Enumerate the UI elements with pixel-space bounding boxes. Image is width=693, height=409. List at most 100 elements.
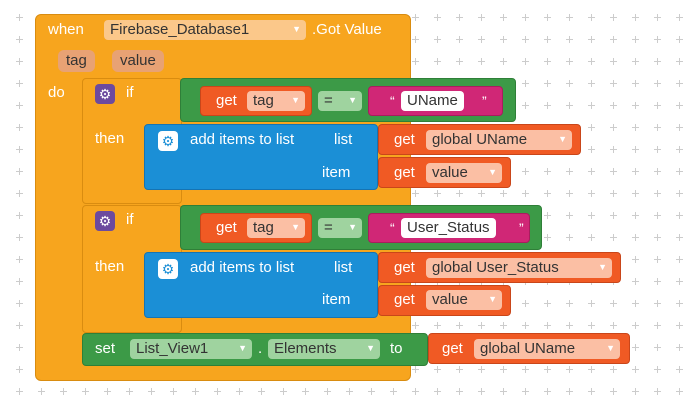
var-dropdown[interactable]: tag▼	[247, 91, 305, 111]
grid-mark	[522, 322, 529, 329]
grid-mark	[676, 234, 683, 241]
if-label: if	[126, 211, 134, 228]
grid-mark	[522, 80, 529, 87]
grid-mark	[588, 80, 595, 87]
set-label: set	[95, 340, 116, 357]
grid-mark	[632, 388, 639, 395]
grid-mark	[544, 234, 551, 241]
grid-mark	[478, 58, 485, 65]
grid-mark	[456, 14, 463, 21]
grid-mark	[500, 366, 507, 373]
grid-mark	[16, 102, 23, 109]
grid-mark	[632, 80, 639, 87]
then-label: then	[95, 258, 125, 275]
gear-icon[interactable]: ⚙	[158, 131, 178, 151]
grid-mark	[654, 190, 661, 197]
set-var-dropdown[interactable]: global UName▼	[474, 339, 620, 359]
grid-mark	[16, 234, 23, 241]
list-var-dropdown[interactable]: global User_Status▼	[426, 258, 612, 278]
string-field[interactable]: UName	[401, 91, 464, 111]
gear-icon[interactable]: ⚙	[158, 259, 178, 279]
get-label: get	[216, 92, 237, 109]
when-label: when	[48, 21, 84, 38]
grid-mark	[412, 58, 419, 65]
item-var-dropdown[interactable]: value▼	[426, 163, 502, 183]
then-label: then	[95, 130, 125, 147]
grid-mark	[588, 168, 595, 175]
set-var-name: global UName	[480, 340, 576, 357]
grid-mark	[566, 80, 573, 87]
grid-mark	[258, 388, 265, 395]
grid-mark	[544, 388, 551, 395]
grid-mark	[654, 322, 661, 329]
grid-mark	[434, 322, 441, 329]
param-value[interactable]: value	[112, 50, 164, 72]
grid-mark	[148, 388, 155, 395]
set-component-dropdown[interactable]: List_View1▼	[130, 339, 252, 359]
grid-mark	[566, 234, 573, 241]
grid-mark	[632, 212, 639, 219]
list-var-dropdown[interactable]: global UName▼	[426, 130, 572, 150]
grid-mark	[654, 124, 661, 131]
quote-close: ”	[519, 220, 524, 236]
dropdown-arrow-icon: ▼	[292, 24, 301, 34]
operator-dropdown[interactable]: =▼	[318, 91, 362, 111]
grid-mark	[654, 212, 661, 219]
grid-mark	[566, 388, 573, 395]
grid-mark	[610, 124, 617, 131]
grid-mark	[522, 168, 529, 175]
grid-mark	[544, 102, 551, 109]
grid-mark	[676, 80, 683, 87]
operator: =	[324, 219, 333, 236]
grid-mark	[610, 168, 617, 175]
get-label: get	[394, 131, 415, 148]
dropdown-arrow-icon: ▼	[598, 262, 607, 272]
grid-mark	[16, 124, 23, 131]
add-items-block-2[interactable]	[144, 252, 378, 318]
grid-mark	[588, 300, 595, 307]
gear-icon[interactable]: ⚙	[95, 211, 115, 231]
grid-mark	[610, 190, 617, 197]
grid-mark	[16, 256, 23, 263]
item-var-dropdown[interactable]: value▼	[426, 290, 502, 310]
grid-mark	[456, 58, 463, 65]
grid-mark	[522, 190, 529, 197]
add-items-block-1[interactable]	[144, 124, 378, 190]
grid-mark	[676, 212, 683, 219]
grid-mark	[522, 102, 529, 109]
operator-dropdown[interactable]: =▼	[318, 218, 362, 238]
grid-mark	[654, 256, 661, 263]
grid-mark	[412, 190, 419, 197]
grid-mark	[456, 388, 463, 395]
component-dropdown[interactable]: Firebase_Database1▼	[104, 20, 306, 40]
grid-mark	[676, 58, 683, 65]
dropdown-arrow-icon: ▼	[558, 134, 567, 144]
dropdown-arrow-icon: ▼	[348, 222, 357, 232]
grid-mark	[170, 388, 177, 395]
grid-mark	[500, 322, 507, 329]
param-tag[interactable]: tag	[58, 50, 95, 72]
grid-mark	[412, 36, 419, 43]
grid-mark	[500, 14, 507, 21]
grid-mark	[60, 388, 67, 395]
grid-mark	[478, 366, 485, 373]
grid-mark	[478, 190, 485, 197]
grid-mark	[654, 344, 661, 351]
var-dropdown[interactable]: tag▼	[247, 218, 305, 238]
dropdown-arrow-icon: ▼	[291, 95, 300, 105]
get-label: get	[394, 164, 415, 181]
dropdown-arrow-icon: ▼	[366, 343, 375, 353]
grid-mark	[588, 322, 595, 329]
grid-mark	[324, 388, 331, 395]
gear-icon[interactable]: ⚙	[95, 84, 115, 104]
grid-mark	[654, 300, 661, 307]
get-label: get	[394, 259, 415, 276]
grid-mark	[632, 58, 639, 65]
string-field[interactable]: User_Status	[401, 218, 496, 238]
grid-mark	[654, 234, 661, 241]
grid-mark	[544, 58, 551, 65]
grid-mark	[434, 36, 441, 43]
grid-mark	[566, 190, 573, 197]
property-dropdown[interactable]: Elements▼	[268, 339, 380, 359]
grid-mark	[676, 146, 683, 153]
